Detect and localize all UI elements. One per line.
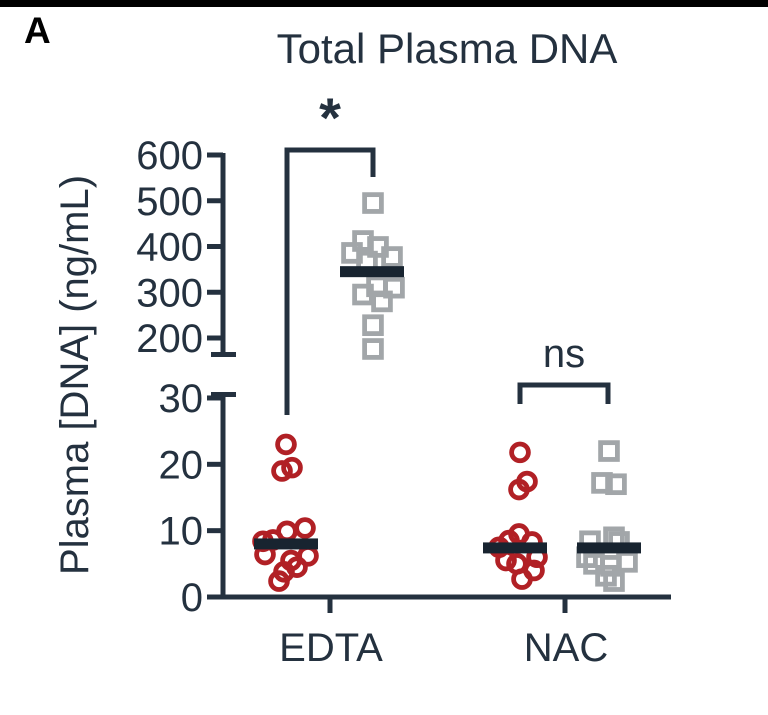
figure-top-border — [0, 0, 768, 7]
nac-circles-median-bar — [483, 542, 547, 554]
median-bars-layer — [254, 266, 641, 554]
significance-annotations: * ns — [284, 86, 611, 415]
edta-squares-point-10 — [362, 314, 384, 336]
y-tick-label-upper-200: 200 — [136, 317, 203, 361]
y-ticks-lower: 30 20 10 0 — [159, 377, 223, 620]
panel-label: A — [24, 10, 51, 51]
edta-circles-point-0 — [275, 433, 297, 456]
edta-circles-point-3 — [294, 517, 316, 539]
significance-star-label: * — [319, 86, 341, 149]
edta-circles-point-12 — [268, 570, 290, 592]
x-label-nac: NAC — [524, 626, 608, 670]
edta-squares-point-7 — [383, 276, 405, 299]
significance-bracket-edta — [284, 147, 376, 415]
y-tick-label-lower-0: 0 — [181, 576, 203, 620]
y-tick-label-upper-600: 600 — [136, 134, 203, 178]
x-axis: EDTA NAC — [208, 594, 671, 670]
edta-squares-median-bar — [340, 266, 404, 278]
nac-circles-point-0 — [509, 441, 531, 464]
y-axis-label: Plasma [DNA] (ng/mL) — [53, 175, 97, 575]
edta-squares-point-4 — [381, 246, 403, 268]
nac-circles-point-2 — [508, 478, 530, 501]
y-tick-label-lower-20: 20 — [159, 443, 204, 487]
significance-bracket-nac — [517, 382, 611, 404]
nac-squares-point-11 — [603, 570, 625, 592]
edta-squares-point-9 — [371, 290, 393, 313]
edta-circles-point-1 — [281, 456, 303, 479]
y-axis-lower-segment: 30 20 10 0 — [159, 377, 236, 620]
edta-squares-point-0 — [362, 192, 384, 214]
nac-squares-point-2 — [605, 473, 627, 496]
edta-circles-point-2 — [271, 460, 293, 482]
nac-circles-point-11 — [511, 568, 533, 590]
edta-circles-median-bar — [254, 538, 318, 550]
chart-title: Total Plasma DNA — [277, 25, 618, 72]
nac-squares-median-bar — [577, 542, 641, 554]
y-tick-label-lower-30: 30 — [159, 377, 204, 421]
nac-squares-point-1 — [591, 472, 613, 494]
y-tick-label-upper-300: 300 — [136, 271, 203, 315]
y-tick-label-upper-500: 500 — [136, 180, 203, 224]
y-tick-label-lower-10: 10 — [159, 510, 204, 554]
y-tick-label-upper-400: 400 — [136, 226, 203, 270]
data-points-layer — [252, 192, 638, 592]
significance-ns-label: ns — [543, 332, 585, 376]
x-label-edta: EDTA — [279, 626, 383, 670]
nac-squares-point-0 — [598, 440, 620, 462]
edta-squares-point-11 — [362, 338, 384, 360]
